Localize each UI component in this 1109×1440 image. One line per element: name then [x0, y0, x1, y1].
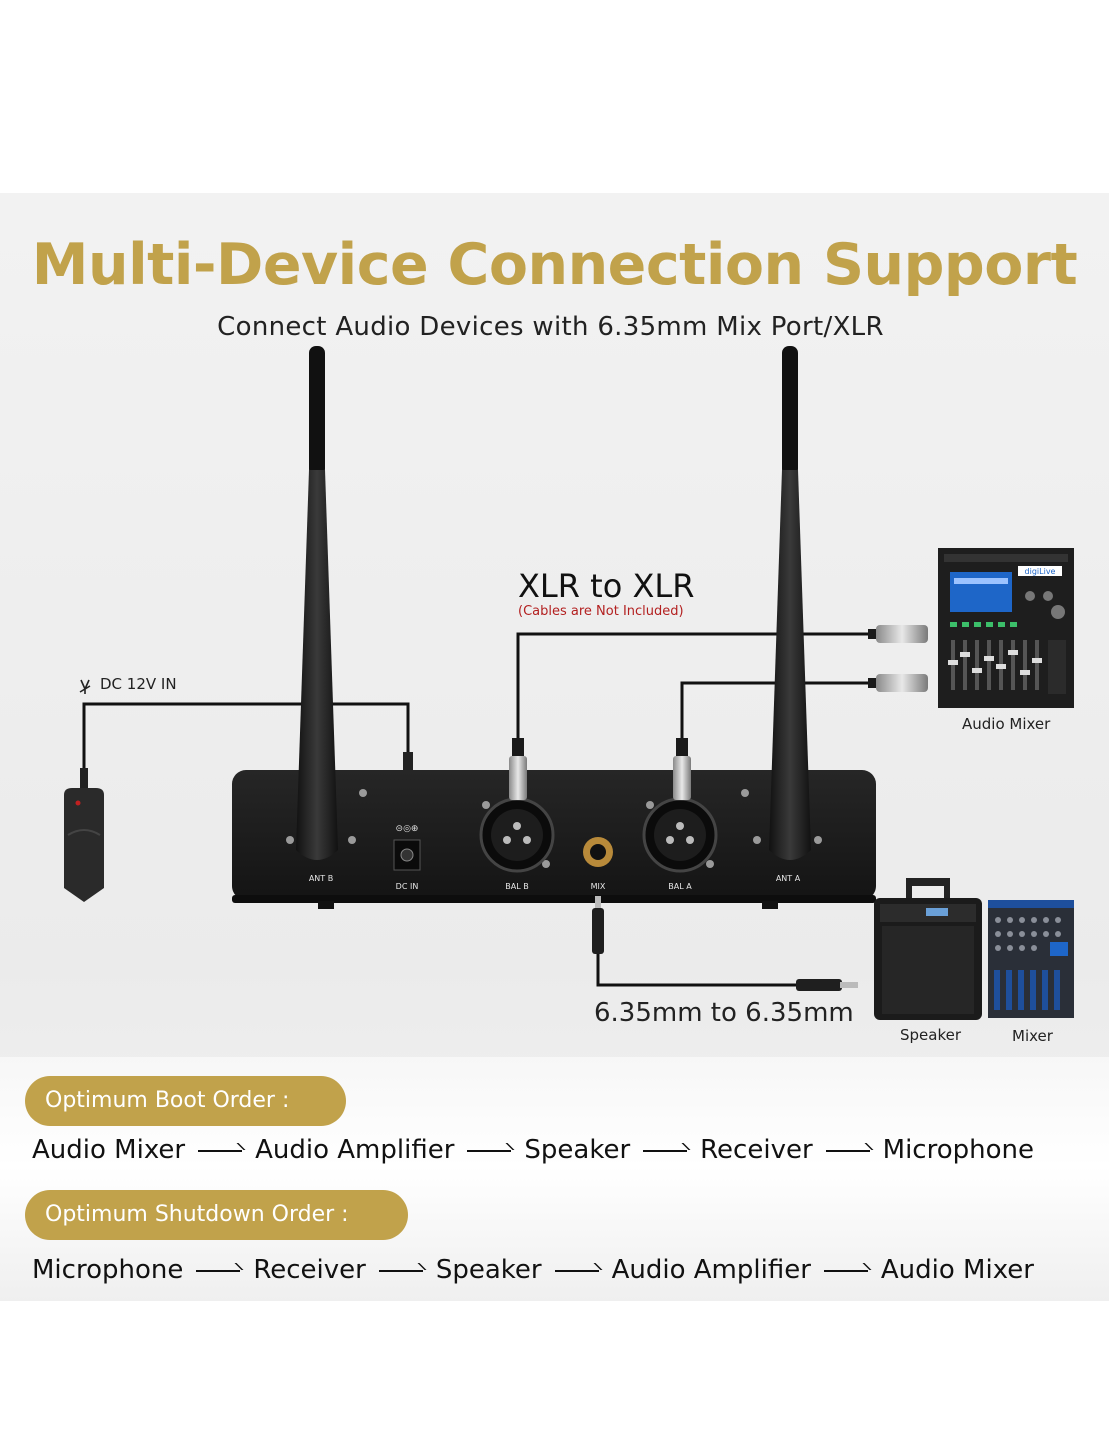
speaker-label: Speaker — [900, 1026, 962, 1044]
boot-step: Audio Mixer — [32, 1135, 186, 1165]
mixer-label: Mixer — [1012, 1027, 1053, 1045]
boot-step: Audio Amplifier — [255, 1135, 455, 1165]
arrow-right-icon — [378, 1265, 423, 1275]
xlr-plug-b — [509, 738, 527, 800]
arrow-right-icon — [554, 1265, 599, 1275]
trs-cable — [596, 930, 800, 987]
power-plug-icon — [79, 679, 91, 694]
analog-mixer-device — [988, 900, 1074, 1018]
xlr-socket-b — [479, 797, 555, 873]
boot-step: Speaker — [524, 1135, 631, 1165]
arrow-right-icon — [643, 1145, 688, 1155]
trs-plug-top — [592, 896, 604, 954]
arrow-right-icon — [825, 1145, 870, 1155]
boot-order-sequence: Audio Mixer Audio Amplifier Speaker Rece… — [32, 1130, 1034, 1170]
boot-step: Receiver — [700, 1135, 813, 1165]
arrow-right-icon — [467, 1145, 512, 1155]
svg-text:⊝◎⊕: ⊝◎⊕ — [396, 824, 419, 834]
antenna-b — [296, 346, 338, 860]
xlr-cable-a — [680, 681, 870, 740]
cables — [82, 632, 870, 987]
xlr-plug-a — [673, 738, 691, 800]
shutdown-step: Microphone — [32, 1255, 184, 1285]
port-label-ant-b: ANT B — [309, 874, 333, 883]
audio-mixer-device: digiLive — [938, 548, 1074, 708]
boot-step: Microphone — [882, 1135, 1034, 1165]
receiver: ⊝◎⊕ ANT B DC IN BAL B MIX BAL A ANT A — [232, 770, 876, 909]
dc-cable — [82, 702, 410, 770]
xlr-cable-b — [516, 632, 870, 740]
shutdown-order-sequence: Microphone Receiver Speaker Audio Amplif… — [32, 1250, 1034, 1290]
shutdown-step: Receiver — [253, 1255, 366, 1285]
port-label-bal-a: BAL A — [668, 882, 692, 891]
port-label-ant-a: ANT A — [776, 874, 801, 883]
shutdown-order-badge: Optimum Shutdown Order : — [25, 1190, 408, 1240]
xlr-cable-note: (Cables are Not Included) — [518, 604, 684, 619]
speaker-device — [874, 878, 982, 1020]
dc-in-jack: ⊝◎⊕ — [393, 824, 421, 871]
port-label-mix: MIX — [591, 882, 606, 891]
port-label-bal-b: BAL B — [505, 882, 528, 891]
power-adapter — [64, 768, 104, 902]
boot-order-badge: Optimum Boot Order : — [25, 1076, 346, 1126]
page-title: Multi-Device Connection Support — [31, 232, 1078, 298]
arrow-right-icon — [823, 1265, 868, 1275]
xlr-plug-mixer-2 — [868, 674, 928, 692]
shutdown-step: Audio Mixer — [880, 1255, 1034, 1285]
trs-plug-end — [796, 979, 858, 991]
antenna-a — [769, 346, 811, 860]
trs-cable-label: 6.35mm to 6.35mm — [594, 998, 854, 1028]
dc-input-label: DC 12V IN — [100, 675, 177, 693]
arrow-right-icon — [196, 1265, 241, 1275]
port-label-dc-in: DC IN — [396, 882, 419, 891]
xlr-socket-a — [642, 797, 718, 873]
page-subtitle: Connect Audio Devices with 6.35mm Mix Po… — [217, 312, 884, 342]
mix-jack — [583, 837, 613, 867]
svg-text:digiLive: digiLive — [1025, 567, 1056, 576]
shutdown-step: Audio Amplifier — [611, 1255, 811, 1285]
audio-mixer-label: Audio Mixer — [962, 715, 1051, 733]
arrow-right-icon — [198, 1145, 243, 1155]
shutdown-step: Speaker — [435, 1255, 542, 1285]
xlr-cable-title: XLR to XLR — [518, 567, 695, 605]
xlr-plug-mixer-1 — [868, 625, 928, 643]
